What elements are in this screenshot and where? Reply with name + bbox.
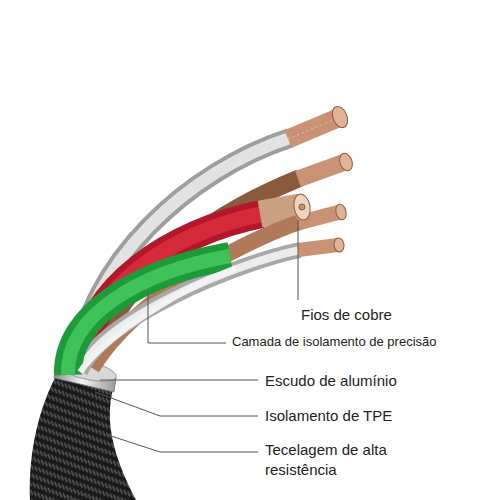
part-label: Fios de cobre: [301, 305, 392, 325]
braided-jacket: [30, 372, 136, 500]
part-label: Isolamento de TPE: [265, 406, 392, 426]
part-label: Tecelagem de alta resistência: [265, 440, 440, 479]
part-label: Camada de isolamento de precisão: [232, 334, 437, 351]
copper-strand-ends: [292, 104, 355, 252]
part-label: Escudo de alumínio: [265, 371, 397, 391]
